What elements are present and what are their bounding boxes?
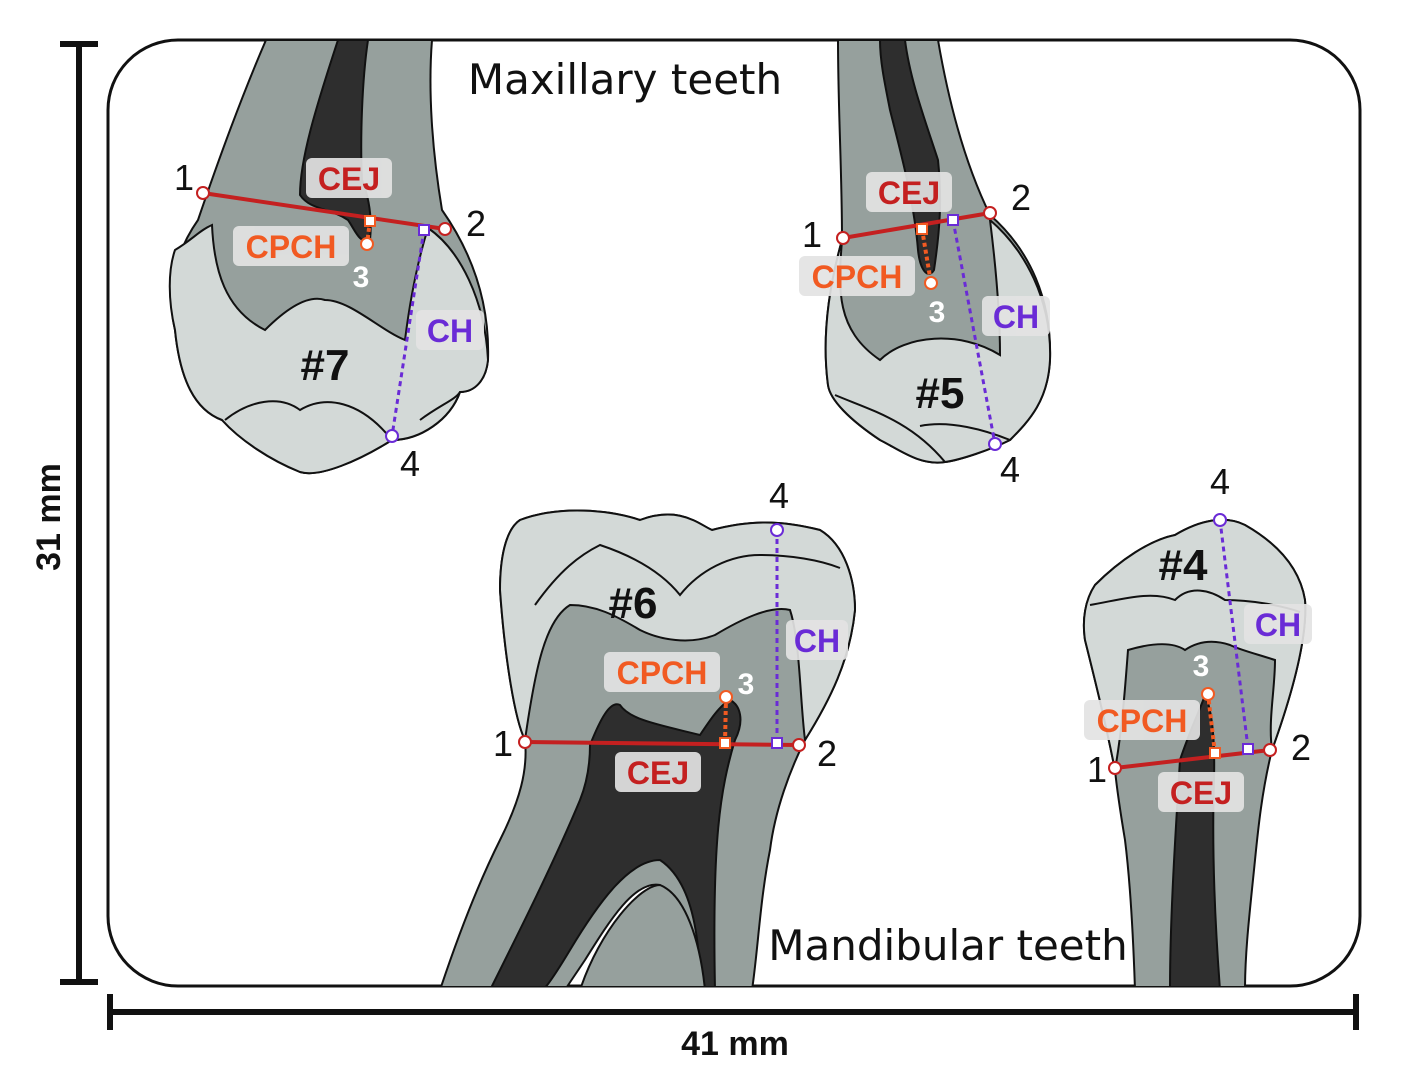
tooth-7-point-1: 1 [174, 157, 194, 198]
tooth-6-ch-label: CH [794, 623, 840, 659]
width-label: 41 mm [681, 1025, 789, 1063]
tooth-7-enamel [168, 223, 490, 475]
tooth-4-ch-label: CH [1255, 607, 1301, 643]
tooth-7-cej-label: CEJ [318, 161, 380, 197]
tooth-5-point-4: 4 [1000, 449, 1020, 490]
tooth-6-point-3: 3 [738, 668, 755, 701]
height-dimension: 31 mm [30, 41, 98, 985]
tooth-6-cpch-line [723, 696, 728, 744]
tooth-5-point-3: 3 [929, 296, 946, 329]
tooth-7-point-3: 3 [353, 261, 370, 294]
tooth-5-cpch-label: CPCH [812, 259, 903, 295]
tag-backgrounds [233, 158, 1312, 812]
tooth-7-cpch-label: CPCH [246, 229, 337, 265]
tooth-7-measurements [196, 186, 452, 443]
tooth-7-point-2: 2 [466, 203, 486, 244]
tooth-4-point-2: 2 [1291, 727, 1311, 768]
tooth-4-ch-line [1218, 519, 1250, 749]
tooth-5-point-1: 1 [802, 214, 822, 255]
tooth-4-point-3: 3 [1193, 650, 1210, 683]
tooth-6-id: #6 [609, 579, 658, 628]
tooth-5-cej-label: CEJ [878, 175, 940, 211]
tooth-7-cej-line [202, 191, 446, 231]
tooth-5-point-2: 2 [1011, 177, 1031, 218]
tooth-7-id: #7 [301, 341, 350, 390]
tooth-6-measurements [518, 523, 806, 752]
tooth-4-cpch-label: CPCH [1097, 703, 1188, 739]
mandibular-title: Mandibular teeth [768, 921, 1127, 970]
tooth-7-point-4: 4 [400, 443, 420, 484]
tooth-6-cej-line [524, 740, 800, 747]
tooth-4-point-1: 1 [1087, 749, 1107, 790]
tooth-5-cpch-line [920, 228, 933, 284]
tooth-7-ch-label: CH [427, 313, 473, 349]
maxillary-title: Maxillary teeth [468, 55, 782, 104]
tooth-4-cej-label: CEJ [1170, 775, 1232, 811]
tooth-5-ch-label: CH [993, 299, 1039, 335]
tooth-6-cpch-label: CPCH [617, 655, 708, 691]
tooth-4-cpch-line [1206, 693, 1217, 754]
tooth-6-enamel [498, 509, 857, 744]
tooth-6-point-1: 1 [493, 723, 513, 764]
tooth-5-id: #5 [916, 369, 965, 418]
tooth-4-id: #4 [1159, 541, 1208, 590]
tooth-5-enamel [824, 217, 1052, 464]
tooth-4-measurements [1108, 513, 1277, 775]
tooth-4-point-4: 4 [1210, 461, 1230, 502]
tooth-6-point-4: 4 [769, 475, 789, 516]
tooth-7-ch-line [390, 229, 426, 437]
tooth-5-measurements [836, 206, 1002, 451]
tooth-6-cej-label: CEJ [627, 755, 689, 791]
tooth-5-ch-line [951, 219, 997, 445]
tooth-6-point-2: 2 [817, 733, 837, 774]
height-label: 31 mm [30, 463, 68, 571]
width-dimension: 41 mm [107, 994, 1359, 1063]
